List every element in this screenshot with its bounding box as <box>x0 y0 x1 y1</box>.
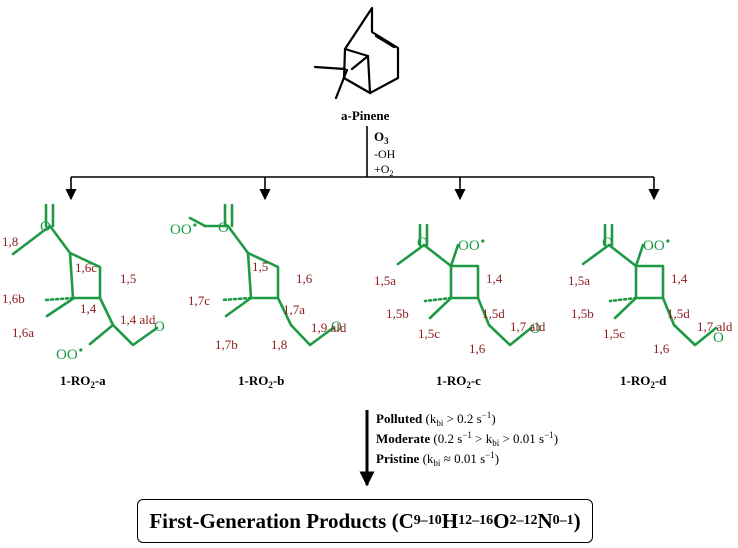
svg-text:1,5: 1,5 <box>120 271 136 286</box>
ro2-d-name: 1-RO2-d <box>620 373 667 390</box>
ro2-d-peroxy: OO <box>643 238 665 254</box>
svg-text:1,9 ald: 1,9 ald <box>311 320 347 335</box>
svg-text:1,7b: 1,7b <box>215 337 238 352</box>
ro2-b-structure: O OO O <box>170 203 342 347</box>
svg-text:1,7 ald: 1,7 ald <box>510 319 546 334</box>
svg-text:1,5c: 1,5c <box>418 326 440 341</box>
ro2-a-peroxy: OO <box>56 347 78 363</box>
svg-text:1,7 ald: 1,7 ald <box>697 319 733 334</box>
svg-text:+O2: +O2 <box>374 162 393 178</box>
radical-dot <box>79 348 83 352</box>
svg-text:1,7a: 1,7a <box>283 302 305 317</box>
ro2-c-oxygen-aldehyde: O <box>530 321 541 337</box>
svg-text:1,6: 1,6 <box>653 341 670 356</box>
products-n: N <box>537 508 553 533</box>
products-h: H <box>441 508 459 533</box>
svg-text:1,6c: 1,6c <box>75 260 97 275</box>
reactant-name: a-Pinene <box>341 108 390 123</box>
ro2-c-peroxy: OO <box>458 238 480 254</box>
ro2-c-labels: 1,5a 1,4 1,5b 1,5d 1,7 ald 1,5c 1,6 <box>374 271 546 356</box>
ro2-d-oxygen-ketone: O <box>602 235 613 251</box>
svg-text:1,8: 1,8 <box>271 337 287 352</box>
reagents: O3 -OH +O2 <box>374 129 396 178</box>
ro2-b-labels: 1,5 1,6 1,7c 1,7a 1,9 ald 1,7b 1,8 <box>188 259 347 352</box>
products-close: ) <box>573 508 581 533</box>
products-o: O <box>493 508 510 533</box>
svg-text:1,4 ald: 1,4 ald <box>120 312 156 327</box>
ro2-b-oxygen-aldehyde: O <box>331 319 342 335</box>
ro2-a-oxygen-aldehyde: O <box>154 319 165 335</box>
svg-text:1,5d: 1,5d <box>667 306 690 321</box>
svg-text:1,6b: 1,6b <box>2 291 25 306</box>
ro2-b-peroxy: OO <box>170 222 192 238</box>
svg-text:1,8: 1,8 <box>2 234 18 249</box>
svg-text:1,5d: 1,5d <box>482 306 505 321</box>
products-o-sub: 2–12 <box>509 513 538 528</box>
svg-text:1,7c: 1,7c <box>188 293 210 308</box>
radical-dot <box>666 239 670 243</box>
radical-dot <box>481 239 485 243</box>
ro2-c-oxygen-ketone: O <box>417 235 428 251</box>
products-h-sub: 12–16 <box>458 513 494 528</box>
ro2-c-structure: O OO O <box>396 223 541 347</box>
condition-polluted: Polluted (kbi > 0.2 s−1) <box>376 410 496 428</box>
condition-pristine: Pristine (kbi ≈ 0.01 s−1) <box>376 450 499 468</box>
svg-text:1,4: 1,4 <box>671 271 688 286</box>
svg-text:1,5a: 1,5a <box>374 273 396 288</box>
svg-text:1,5b: 1,5b <box>571 306 594 321</box>
ro2-a-name: 1-RO2-a <box>60 373 106 390</box>
svg-text:O3: O3 <box>374 129 389 146</box>
condition-moderate: Moderate (0.2 s−1 > kbi > 0.01 s−1) <box>376 430 558 448</box>
ro2-d-labels: 1,5a 1,4 1,5b 1,5d 1,7 ald 1,5c 1,6 <box>568 271 733 356</box>
ro2-a-labels: 1,8 1,6c 1,5 1,6b 1,4 1,4 ald 1,6a <box>2 234 156 340</box>
svg-text:1,6a: 1,6a <box>12 325 34 340</box>
ro2-b-name: 1-RO2-b <box>238 373 284 390</box>
svg-text:1,4: 1,4 <box>486 271 503 286</box>
svg-text:1,6: 1,6 <box>469 341 486 356</box>
svg-text:1,5: 1,5 <box>252 259 268 274</box>
ro2-d-structure: O OO O <box>581 223 724 347</box>
ro2-a-oxygen-ketone: O <box>40 219 51 235</box>
svg-text:1,4: 1,4 <box>80 301 97 316</box>
ro2-a-structure: O OO O <box>11 203 165 363</box>
conditions: Polluted (kbi > 0.2 s−1) Moderate (0.2 s… <box>376 410 558 468</box>
products-n-sub: 0–1 <box>552 513 574 528</box>
ro2-d-oxygen-aldehyde: O <box>713 330 724 346</box>
svg-text:1,5c: 1,5c <box>603 326 625 341</box>
alpha-pinene-structure <box>313 6 400 100</box>
products-title: First-Generation Products (C <box>149 508 414 533</box>
svg-text:1,5a: 1,5a <box>568 273 590 288</box>
svg-text:1,5b: 1,5b <box>386 306 409 321</box>
products-c-sub: 9–10 <box>413 513 442 528</box>
svg-text:1,6: 1,6 <box>296 271 313 286</box>
ro2-b-oxygen-ketone: O <box>218 220 229 236</box>
ro2-c-name: 1-RO2-c <box>436 373 481 390</box>
svg-text:-OH: -OH <box>374 147 396 161</box>
radical-dot <box>193 223 197 227</box>
